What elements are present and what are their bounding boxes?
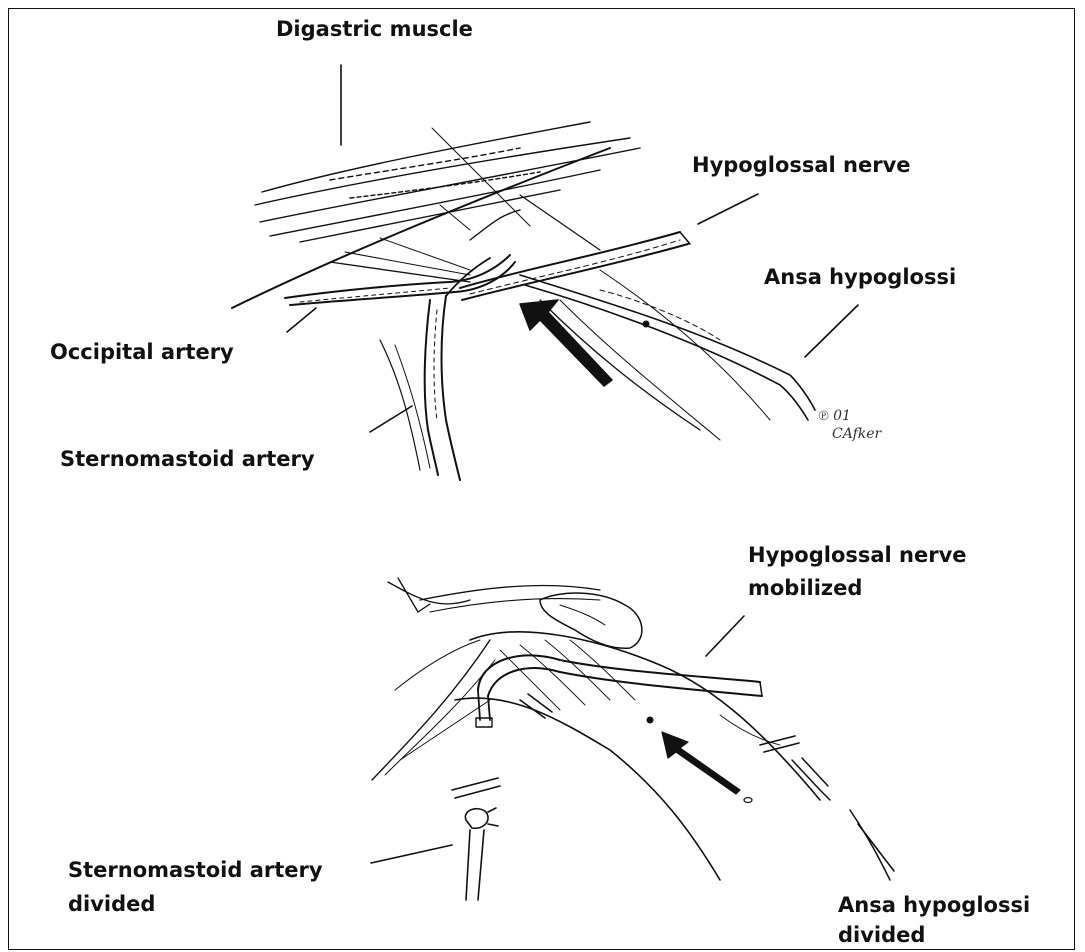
label-occipital-artery: Occipital artery <box>50 337 234 367</box>
dot-marker-bottom <box>647 717 654 724</box>
carotid-vessel-drawing <box>455 632 820 880</box>
dot-marker <box>643 321 650 328</box>
digastric-muscle-drawing <box>255 122 640 242</box>
label-sternomastoid-artery: Sternomastoid artery <box>60 444 315 474</box>
divided-sternomastoid-stump <box>465 808 498 900</box>
label-ansa-hypoglossi-divided-1: Ansa hypoglossi <box>838 890 1030 920</box>
label-sternomastoid-artery-divided-2: divided <box>68 889 155 919</box>
gland-drawing <box>540 593 642 648</box>
label-sternomastoid-artery-divided-1: Sternomastoid artery <box>68 855 323 885</box>
label-digastric-muscle: Digastric muscle <box>276 14 473 44</box>
mobilized-hypoglossal-nerve-drawing <box>478 655 762 720</box>
bottom-illustration <box>371 578 894 900</box>
hypoglossal-nerve-drawing <box>460 232 690 300</box>
direction-arrow-bottom <box>662 732 740 794</box>
artist-signature-line1: ℗ 01 <box>818 408 851 425</box>
label-hypoglossal-nerve: Hypoglossal nerve <box>692 150 911 180</box>
leader-sternomastoid-divided <box>371 845 452 863</box>
direction-arrow-top <box>520 300 612 386</box>
leader-occipital <box>287 308 316 332</box>
ansa-hypoglossi-drawing <box>520 275 815 420</box>
label-ansa-hypoglossi-divided-2: divided <box>838 920 925 950</box>
label-hypoglossal-nerve-mobilized-1: Hypoglossal nerve <box>748 540 967 570</box>
leader-sternomastoid <box>370 406 412 432</box>
leader-mobilized <box>706 616 744 656</box>
artist-signature-line2: CAfker <box>832 426 881 442</box>
label-ansa-hypoglossi: Ansa hypoglossi <box>764 262 956 292</box>
occipital-artery-drawing <box>285 210 520 305</box>
label-hypoglossal-nerve-mobilized-2: mobilized <box>748 573 862 603</box>
leader-hypoglossal <box>698 194 758 224</box>
leader-ansa <box>805 305 858 357</box>
leader-ansa-divided <box>858 824 894 871</box>
